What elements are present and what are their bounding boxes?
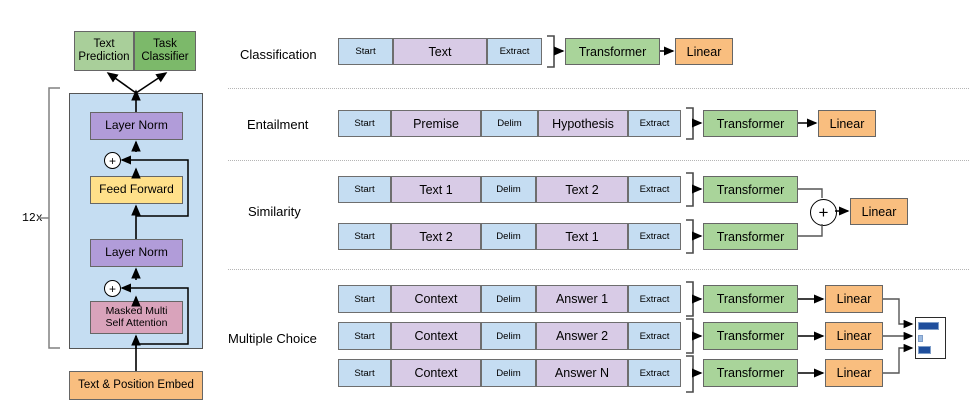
masked-attn-line1: Masked Multi: [105, 304, 168, 317]
layer-norm-top: Layer Norm: [90, 112, 183, 140]
text-prediction-line1: Text: [93, 38, 115, 51]
separator-3: [228, 269, 969, 270]
segment-extract: Extract: [628, 322, 681, 350]
feed-forward-label: Feed Forward: [99, 182, 174, 197]
segment-answer-2: Answer 2: [536, 322, 628, 350]
segment-text: Text: [393, 38, 487, 65]
segment-extract: Extract: [628, 223, 681, 250]
feed-forward: Feed Forward: [90, 176, 183, 204]
task-classifier-head: Task Classifier: [134, 31, 196, 71]
transformer-similarity-top: Transformer: [703, 176, 798, 203]
segment-start: Start: [338, 38, 393, 65]
text-prediction-head: Text Prediction: [74, 31, 134, 71]
segment-delim: Delim: [481, 359, 536, 387]
segment-start: Start: [338, 176, 391, 203]
segment-extract: Extract: [628, 359, 681, 387]
softmax-bar-3: [918, 346, 931, 354]
repeat-12x-label: 12x: [22, 212, 43, 225]
segment-hypothesis: Hypothesis: [538, 110, 628, 137]
transformer-choice-1: Transformer: [703, 285, 798, 313]
transformer-entailment: Transformer: [703, 110, 798, 137]
segment-start: Start: [338, 223, 391, 250]
segment-start: Start: [338, 322, 391, 350]
masked-multi-self-attention: Masked Multi Self Attention: [90, 301, 183, 334]
text-position-embed: Text & Position Embed: [69, 371, 203, 400]
task-label-multiple-choice: Multiple Choice: [228, 331, 317, 346]
segment-delim: Delim: [481, 322, 536, 350]
task-classifier-line1: Task: [153, 38, 177, 51]
linear-classification: Linear: [675, 38, 733, 65]
transformer-similarity-bottom: Transformer: [703, 223, 798, 250]
similarity-sum-symbol: +: [818, 203, 829, 222]
text-prediction-line2: Prediction: [78, 51, 130, 63]
softmax-bar-2: [918, 335, 923, 342]
residual-add-bottom: +: [104, 280, 121, 297]
segment-start: Start: [338, 285, 391, 313]
residual-add-bottom-symbol: +: [108, 281, 116, 296]
segment-delim: Delim: [481, 110, 538, 137]
linear-choice-2: Linear: [825, 322, 883, 350]
transformer-choice-n: Transformer: [703, 359, 798, 387]
residual-add-top: +: [104, 152, 121, 169]
segment-text-2: Text 2: [536, 176, 628, 203]
softmax-bar-1: [918, 322, 939, 330]
segment-extract: Extract: [628, 176, 681, 203]
segment-start: Start: [338, 110, 391, 137]
segment-context: Context: [391, 359, 481, 387]
segment-answer-n: Answer N: [536, 359, 628, 387]
layer-norm-top-label: Layer Norm: [105, 118, 168, 133]
segment-answer-1: Answer 1: [536, 285, 628, 313]
layer-norm-bottom: Layer Norm: [90, 239, 183, 267]
task-label-similarity: Similarity: [248, 204, 301, 219]
similarity-sum-node: +: [810, 199, 837, 226]
masked-attn-line2: Self Attention: [105, 316, 168, 329]
text-position-embed-label: Text & Position Embed: [78, 379, 194, 392]
linear-choice-n: Linear: [825, 359, 883, 387]
linear-similarity: Linear: [850, 198, 908, 225]
task-label-entailment: Entailment: [247, 117, 309, 132]
transformer-classification: Transformer: [565, 38, 660, 65]
separator-2: [228, 160, 969, 161]
task-label-classification: Classification: [240, 47, 317, 62]
segment-text-1: Text 1: [391, 176, 481, 203]
segment-delim: Delim: [481, 223, 536, 250]
segment-text-2: Text 2: [391, 223, 481, 250]
segment-delim: Delim: [481, 176, 536, 203]
segment-text-1: Text 1: [536, 223, 628, 250]
segment-extract: Extract: [628, 285, 681, 313]
softmax-output-chart: [915, 317, 946, 359]
task-classifier-line2: Classifier: [141, 51, 189, 63]
segment-extract: Extract: [487, 38, 542, 65]
residual-add-top-symbol: +: [108, 153, 116, 168]
layer-norm-bottom-label: Layer Norm: [105, 245, 168, 260]
transformer-choice-2: Transformer: [703, 322, 798, 350]
segment-premise: Premise: [391, 110, 481, 137]
segment-start: Start: [338, 359, 391, 387]
segment-delim: Delim: [481, 285, 536, 313]
segment-context: Context: [391, 285, 481, 313]
linear-choice-1: Linear: [825, 285, 883, 313]
linear-entailment: Linear: [818, 110, 876, 137]
segment-extract: Extract: [628, 110, 681, 137]
segment-context: Context: [391, 322, 481, 350]
separator-1: [228, 88, 969, 89]
